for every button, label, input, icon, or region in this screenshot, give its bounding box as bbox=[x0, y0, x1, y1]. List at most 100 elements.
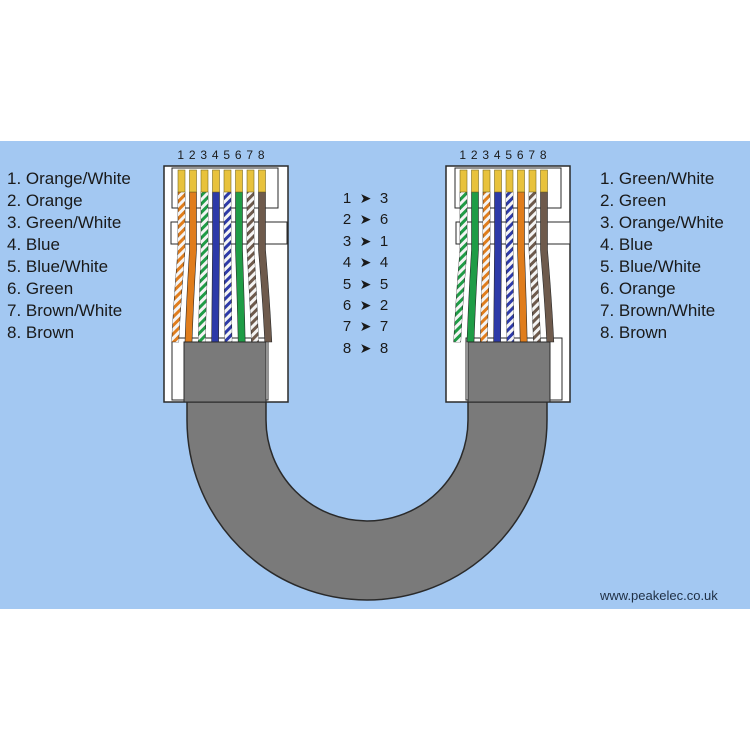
legend-item: 3. Orange/White bbox=[600, 213, 724, 232]
legend-item: 1. Green/White bbox=[600, 169, 715, 188]
arrow-icon: ➤ bbox=[359, 211, 372, 228]
wire-blue bbox=[211, 191, 220, 343]
pin-number: 3 bbox=[482, 148, 490, 162]
mapping-row: 3 ➤ 1 bbox=[341, 231, 390, 252]
legend-item: 7. Brown/White bbox=[600, 301, 716, 320]
pin-number: 7 bbox=[528, 148, 536, 162]
legend-item: 2. Green bbox=[600, 191, 667, 210]
pin-contact bbox=[528, 169, 537, 193]
left-rj45-plug bbox=[163, 165, 289, 403]
mapping-to: 4 bbox=[379, 254, 389, 272]
mapping-from: 6 bbox=[342, 296, 352, 314]
mapping-from: 8 bbox=[342, 339, 352, 357]
pin-number: 1 bbox=[177, 148, 185, 162]
left-pin-numbers: 1 2 3 4 5 6 7 8 bbox=[175, 148, 267, 162]
legend-item: 4. Blue bbox=[600, 235, 653, 254]
wire-stripe bbox=[453, 192, 467, 342]
legend-item: 1. Orange/White bbox=[7, 169, 131, 188]
left-wiring-legend: 1. Orange/White 2. Orange 3. Green/White… bbox=[7, 168, 131, 344]
pin-mapping: 1 ➤ 3 2 ➤ 6 3 ➤ 1 4 ➤ 4 5 ➤ 5 6➤2 7 ➤ 7 8 ➤ 8 bbox=[341, 188, 390, 359]
pin-number: 7 bbox=[246, 148, 254, 162]
wire-stripe bbox=[171, 192, 185, 342]
legend-item: 6. Green bbox=[7, 279, 74, 298]
mapping-row: 5 ➤ 5 bbox=[341, 274, 390, 295]
mapping-from: 1 bbox=[342, 190, 352, 207]
pin-number: 3 bbox=[200, 148, 208, 162]
wire-stripe bbox=[506, 192, 514, 342]
pin-contact bbox=[235, 169, 243, 193]
arrow-icon: ➤ bbox=[359, 190, 372, 206]
pin-contact bbox=[200, 169, 209, 193]
pin-contact bbox=[189, 169, 197, 193]
mapping-to: 2 bbox=[379, 296, 389, 314]
mapping-to: 8 bbox=[379, 339, 389, 357]
arrow-icon: ➤ bbox=[359, 254, 372, 271]
mapping-row: 1 ➤ 3 bbox=[341, 188, 390, 209]
pin-number: 5 bbox=[505, 148, 513, 162]
mapping-from: 4 bbox=[342, 254, 352, 272]
legend-item: 5. Blue/White bbox=[600, 257, 702, 276]
mapping-to: 5 bbox=[379, 275, 389, 293]
pin-number: 8 bbox=[257, 148, 265, 162]
wire-stripe bbox=[224, 192, 232, 342]
pin-contact bbox=[540, 169, 548, 193]
legend-item: 8. Brown bbox=[7, 323, 75, 342]
legend-item: 3. Green/White bbox=[7, 213, 122, 232]
mapping-to: 7 bbox=[379, 318, 389, 336]
wire-stripe bbox=[247, 192, 259, 342]
mapping-from: 7 bbox=[342, 318, 352, 336]
pin-number: 2 bbox=[188, 148, 196, 162]
pin-contact bbox=[517, 169, 525, 193]
arrow-icon: ➤ bbox=[359, 275, 372, 292]
right-wiring-legend: 1. Green/White 2. Green 3. Orange/White … bbox=[600, 168, 724, 344]
watermark: www.peakelec.co.uk bbox=[600, 588, 718, 603]
pin-number: 8 bbox=[539, 148, 547, 162]
pin-number: 4 bbox=[493, 148, 501, 162]
arrow-icon: ➤ bbox=[359, 318, 372, 335]
arrow-icon: ➤ bbox=[359, 339, 372, 356]
pin-contact bbox=[459, 169, 468, 193]
pin-contact bbox=[246, 169, 255, 193]
legend-item: 2. Orange bbox=[7, 191, 83, 210]
mapping-row: 8 ➤ 8 bbox=[341, 338, 390, 359]
wire-blue bbox=[493, 191, 502, 343]
mapping-to: 3 bbox=[379, 190, 389, 207]
mapping-row: 7 ➤ 7 bbox=[341, 316, 390, 337]
arrow-icon: ➤ bbox=[359, 232, 372, 249]
legend-item: 5. Blue/White bbox=[7, 257, 109, 276]
wire-stripe bbox=[480, 192, 490, 342]
wire-stripe bbox=[198, 192, 208, 342]
legend-item: 4. Blue bbox=[7, 235, 60, 254]
legend-item: 8. Brown bbox=[600, 323, 668, 342]
mapping-from: 5 bbox=[342, 275, 352, 293]
legend-item: 7. Brown/White bbox=[7, 301, 123, 320]
pin-number: 4 bbox=[211, 148, 219, 162]
mapping-row: 2 ➤ 6 bbox=[341, 209, 390, 230]
pin-contact bbox=[223, 169, 232, 193]
mapping-row: 4 ➤ 4 bbox=[341, 252, 390, 273]
legend-item: 6. Orange bbox=[600, 279, 676, 298]
pin-contact bbox=[258, 169, 266, 193]
pin-number: 2 bbox=[470, 148, 478, 162]
mapping-from: 2 bbox=[342, 211, 352, 229]
pin-contact bbox=[177, 169, 186, 193]
pin-contact bbox=[482, 169, 491, 193]
pin-number: 5 bbox=[223, 148, 231, 162]
pin-contact bbox=[494, 169, 502, 193]
pin-number: 1 bbox=[459, 148, 467, 162]
pin-contact bbox=[212, 169, 220, 193]
mapping-row: 6➤2 bbox=[341, 295, 390, 316]
right-pin-numbers: 1 2 3 4 5 6 7 8 bbox=[457, 148, 549, 162]
wire-brown bbox=[258, 191, 273, 343]
pin-number: 6 bbox=[516, 148, 524, 162]
pin-contact bbox=[505, 169, 514, 193]
mapping-to: 6 bbox=[379, 211, 389, 229]
pin-contact bbox=[471, 169, 479, 193]
cable bbox=[186, 341, 548, 601]
pin-number: 6 bbox=[234, 148, 242, 162]
wire-stripe bbox=[529, 192, 541, 342]
mapping-from: 3 bbox=[342, 232, 352, 250]
mapping-to: 1 bbox=[379, 232, 389, 250]
right-rj45-plug bbox=[445, 165, 571, 403]
